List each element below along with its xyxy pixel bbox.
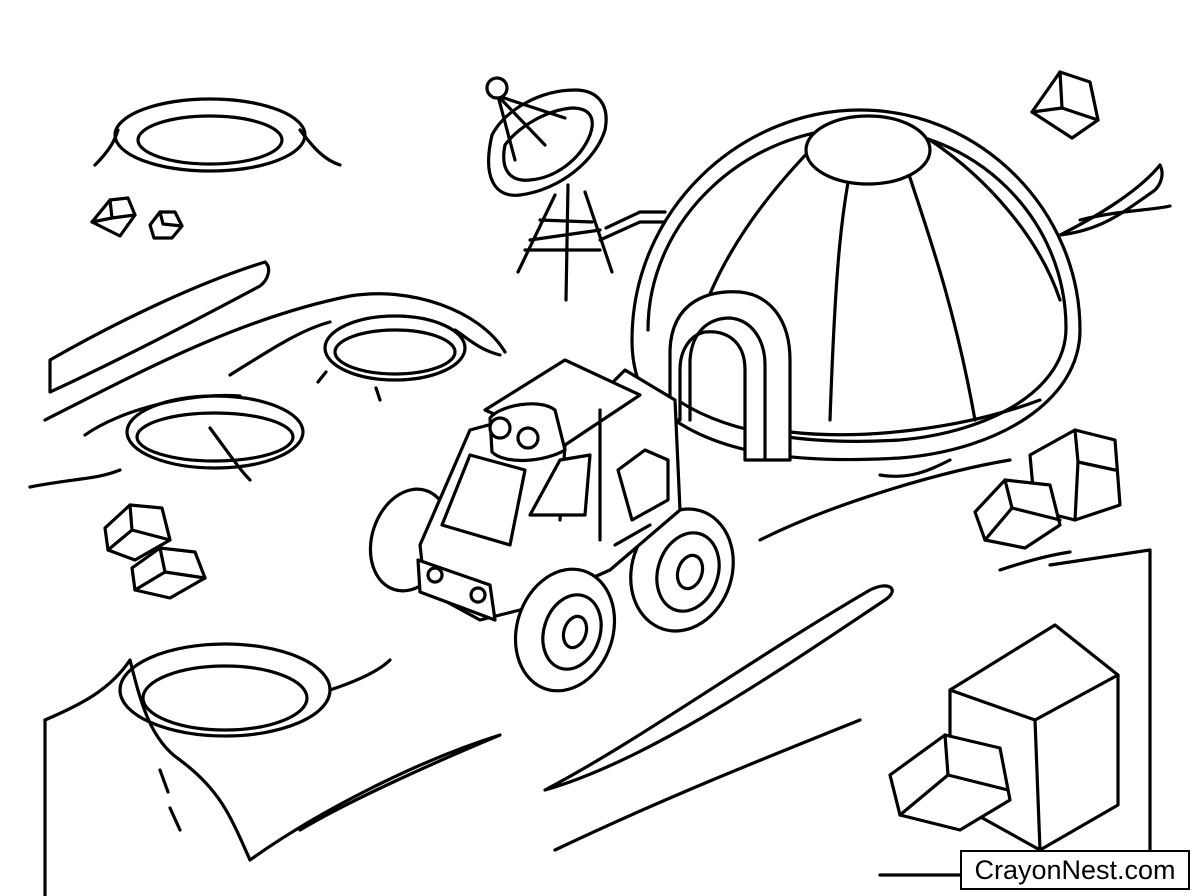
satellite-dish-icon [487,78,665,300]
moon-rover [358,360,749,704]
rock-pile-left [105,505,205,598]
rock-pile-right [975,430,1120,548]
boulders-bottom-right [890,625,1118,850]
rock-top-right [1032,72,1098,138]
crater-middle-right [325,316,465,380]
small-rocks-top-left [92,198,182,238]
crater-top-left [115,99,305,171]
watermark-label: CrayonNest.com [960,850,1190,890]
crater-middle-left [127,396,303,468]
dome-habitat [632,110,1080,460]
crater-bottom-left [120,644,330,736]
terrain-contours [30,130,1170,895]
